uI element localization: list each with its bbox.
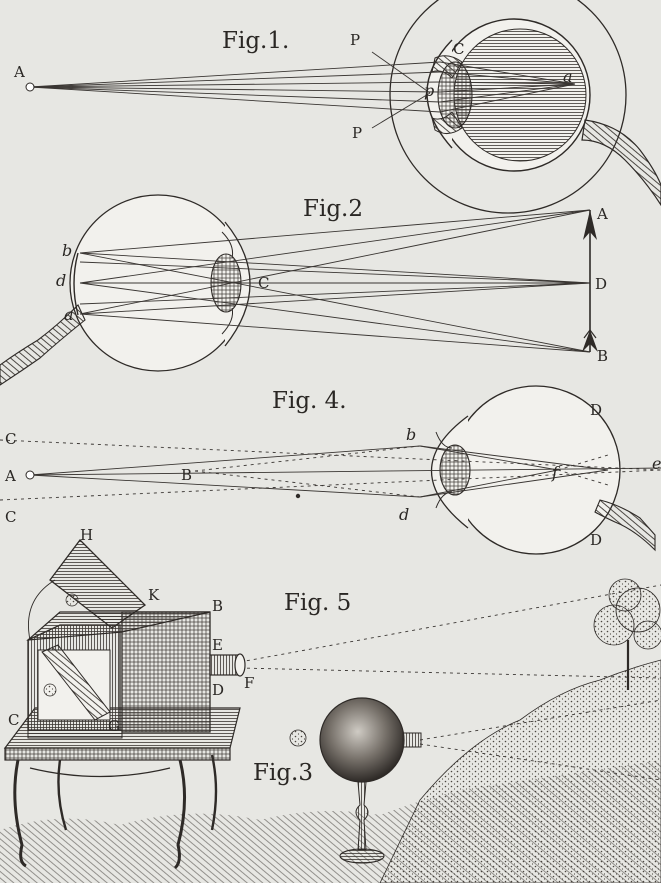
- fig5-mirror: [41, 644, 111, 721]
- fig4-label-d: d: [399, 505, 409, 524]
- fig3-candle-flame: [289, 729, 307, 747]
- fig3-diagram: Fig.3: [253, 697, 422, 864]
- fig2-label-b: b: [62, 241, 72, 260]
- fig3-base: [339, 848, 385, 864]
- fig1-diagram: Fig.1. A P P C p a: [13, 0, 661, 214]
- fig1-caption: Fig.1.: [222, 28, 289, 54]
- fig5-caption: Fig. 5: [284, 590, 351, 616]
- fig2-label-b-upper: B: [597, 347, 608, 365]
- fig4-point-a-source: [25, 470, 35, 480]
- fig5-label-e: E: [212, 636, 223, 654]
- fig2-caption: Fig.2: [303, 196, 363, 222]
- fig1-lens: [437, 61, 473, 129]
- fig3-globe-tube: [402, 732, 422, 748]
- fig4-label-e: e: [652, 454, 661, 473]
- fig1-optic-nerve: [581, 119, 661, 207]
- fig4-label-d-top: D: [590, 401, 602, 419]
- fig5-lid: [49, 539, 147, 629]
- fig1-label-a-upper: A: [13, 63, 25, 81]
- fig4-rays: [0, 439, 661, 501]
- fig1-point-a-source: [25, 82, 35, 92]
- fig5-label-d: D: [212, 681, 224, 699]
- fig5-rays: [239, 584, 661, 781]
- fig1-label-p: p: [424, 81, 434, 100]
- fig1-label-p-bottom: P: [352, 124, 362, 142]
- fig2-label-c: C: [258, 274, 269, 292]
- fig4-label-c-top: C: [5, 430, 16, 448]
- fig4-caption: Fig. 4.: [272, 388, 347, 414]
- fig4-label-b: b: [406, 425, 416, 444]
- fig1-label-p-top: P: [350, 31, 360, 49]
- fig3-globe: [319, 697, 405, 783]
- fig1-label-c: C: [453, 40, 464, 58]
- fig1-label-a: a: [563, 67, 573, 86]
- fig3-caption: Fig.3: [253, 760, 313, 786]
- fig2-optic-nerve: [0, 304, 86, 386]
- fig2-label-a-upper: A: [596, 205, 608, 223]
- fig4-label-c-bottom: C: [5, 508, 16, 526]
- fig2-arrow-object: [582, 210, 598, 352]
- fig1-rays: [29, 51, 576, 129]
- fig4-dot: [295, 493, 301, 499]
- fig5-tree: [593, 578, 661, 690]
- fig2-label-a: a: [64, 305, 74, 324]
- fig2-label-d-upper: D: [595, 275, 607, 293]
- fig2-label-d: d: [56, 271, 66, 290]
- fig5-ground-foliage: [0, 760, 661, 883]
- fig4-label-a-upper: A: [4, 467, 16, 485]
- fig5-camera-box: [26, 539, 246, 739]
- fig1-eyeball: [389, 0, 627, 214]
- fig4-label-d-bottom: D: [590, 531, 602, 549]
- fig5-label-h: H: [80, 526, 93, 544]
- fig2-retina-image: [73, 252, 79, 316]
- fig5-label-b: B: [212, 597, 223, 615]
- fig5-label-c: C: [8, 711, 19, 729]
- fig2-iris-top: [221, 231, 233, 259]
- fig4-label-b-upper: B: [181, 466, 192, 484]
- fig5-label-f: F: [244, 674, 254, 692]
- fig4-optic-nerve: [594, 499, 656, 552]
- fig5-label-g: G: [108, 717, 120, 735]
- fig2-rays: [79, 209, 591, 353]
- fig2-diagram: Fig.2 A D B C b d a: [0, 194, 608, 386]
- fig5-diagram: Fig.3 Fig. 5 H K B E F D C G: [0, 526, 661, 883]
- fig5-label-k: K: [148, 586, 160, 604]
- fig4-diagram: Fig. 4. C A C B b d f D D e: [0, 385, 661, 555]
- fig4-label-f: f: [551, 463, 561, 482]
